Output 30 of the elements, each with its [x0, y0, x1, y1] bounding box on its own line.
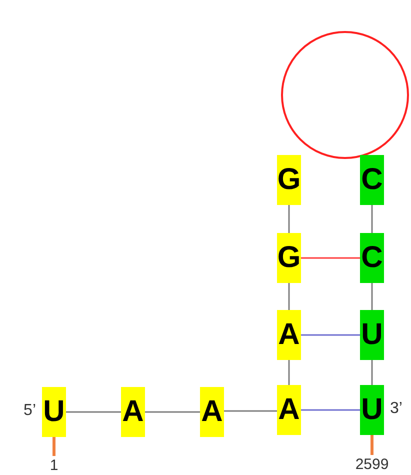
base-pair-line	[301, 409, 360, 411]
nucleotide-letter: U	[360, 385, 384, 435]
backbone-line	[371, 360, 373, 385]
position-number: 2599	[347, 455, 397, 473]
nucleotide-letter: A	[277, 385, 301, 435]
position-number: 1	[40, 456, 68, 474]
nucleotide-letter: A	[121, 387, 145, 437]
nucleotide-letter: C	[360, 233, 384, 283]
nucleotide-letter: A	[277, 310, 301, 360]
base-pair-line	[301, 334, 360, 336]
backbone-line	[371, 205, 373, 233]
strand-end-label: 5’	[24, 402, 36, 420]
tick-line	[370, 435, 374, 455]
base-pair-line	[301, 257, 360, 259]
nucleotide-letter: U	[42, 387, 66, 437]
strand-end-label: 3’	[390, 400, 402, 418]
backbone-line	[288, 283, 290, 310]
nucleotide-letter: C	[360, 155, 384, 205]
backbone-line	[145, 411, 200, 413]
backbone-line	[66, 411, 121, 413]
nucleotide-letter: U	[360, 310, 384, 360]
backbone-line	[224, 410, 277, 412]
tick-line	[52, 437, 56, 456]
nucleotide-letter: G	[277, 233, 301, 283]
backbone-line	[288, 360, 290, 385]
nucleotide-letter: G	[277, 155, 301, 205]
backbone-line	[371, 283, 373, 310]
nucleotide-letter: A	[200, 387, 224, 437]
backbone-line	[288, 205, 290, 233]
loop-circle	[281, 31, 409, 159]
